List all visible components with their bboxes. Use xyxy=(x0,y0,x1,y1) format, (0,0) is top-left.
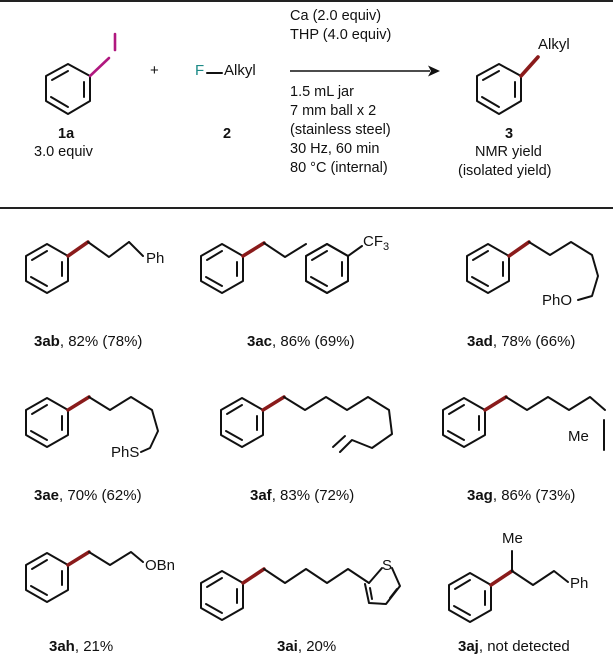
condition-7: 80 °C (internal) xyxy=(290,160,388,176)
reaction-arrow xyxy=(290,65,440,77)
caption-3ad: 3ad, 78% (66%) xyxy=(467,333,576,350)
structure-3ad xyxy=(466,240,599,301)
label-1a: 1a xyxy=(58,126,75,142)
label-2: 2 xyxy=(223,126,232,142)
reagent-1-equiv: 3.0 equiv xyxy=(34,144,93,160)
condition-4: 7 mm ball x 2 xyxy=(290,103,377,119)
caption-3ah: 3ah, 21% xyxy=(49,638,114,655)
top-rule xyxy=(0,0,613,2)
label-3: 3 xyxy=(505,126,514,142)
condition-5: (stainless steel) xyxy=(290,122,391,138)
caption-3af: 3af, 83% (72%) xyxy=(250,487,355,504)
isolated-yield-label: (isolated yield) xyxy=(458,163,552,179)
alkylbenzene-structure xyxy=(476,55,540,115)
structure-3af xyxy=(220,395,393,453)
new-bond xyxy=(519,55,540,78)
middle-rule xyxy=(0,207,613,209)
thiophene-sulfur: S xyxy=(382,557,393,574)
group-top-3aj: Me xyxy=(502,530,523,547)
structure-3ac xyxy=(200,241,363,294)
group-3ad: PhO xyxy=(542,292,573,309)
group-3ae: PhS xyxy=(111,444,140,461)
caption-3ae: 3ae, 70% (62%) xyxy=(34,487,142,504)
caption-3ai: 3ai, 20% xyxy=(277,638,337,655)
caption-3ac: 3ac, 86% (69%) xyxy=(247,333,355,350)
nmr-yield-label: NMR yield xyxy=(475,144,542,160)
group-3ac: CF3 xyxy=(363,233,390,253)
product-alkyl: Alkyl xyxy=(538,36,570,53)
condition-2: THP (4.0 equiv) xyxy=(290,27,392,43)
fluorine-atom: F xyxy=(195,62,205,79)
group-3ab: Ph xyxy=(146,250,165,267)
reagent-2-alkyl: Alkyl xyxy=(224,62,256,79)
caption-3ab: 3ab, 82% (78%) xyxy=(34,333,143,350)
caption-3ag: 3ag, 86% (73%) xyxy=(467,487,576,504)
structure-3aj xyxy=(448,550,569,623)
structure-3ai xyxy=(200,567,401,621)
condition-1: Ca (2.0 equiv) xyxy=(290,8,382,24)
structure-3ag xyxy=(442,395,606,451)
structure-3ae xyxy=(25,395,159,453)
structure-3ab xyxy=(25,240,144,294)
iodine-bond xyxy=(88,56,111,78)
iodobenzene-structure xyxy=(45,32,117,115)
condition-3: 1.5 mL jar xyxy=(290,84,354,100)
condition-6: 30 Hz, 60 min xyxy=(290,141,380,157)
plus-sign: + xyxy=(150,62,159,79)
group-3aj: Ph xyxy=(570,575,589,592)
structure-3ah xyxy=(25,550,144,603)
caption-3aj: 3aj, not detected xyxy=(458,638,570,655)
group-3ag: Me xyxy=(568,428,589,445)
group-3ah: OBn xyxy=(145,557,176,574)
